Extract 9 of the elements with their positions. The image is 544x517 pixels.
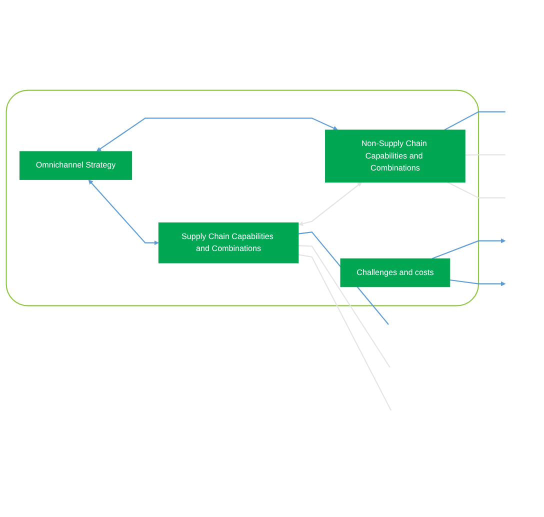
arrow: [96, 118, 338, 152]
arrow: [450, 280, 506, 286]
node-box: Non-Supply Chain Capabilities and Combinations: [325, 130, 466, 183]
node-box: Challenges and costs: [340, 258, 450, 288]
arrow: [298, 182, 362, 226]
arrow: [88, 180, 159, 246]
node-box: Omnichannel Strategy: [20, 151, 132, 180]
node-box: Supply Chain Capabilities and Combinations: [158, 222, 299, 264]
arrow: [432, 238, 506, 260]
